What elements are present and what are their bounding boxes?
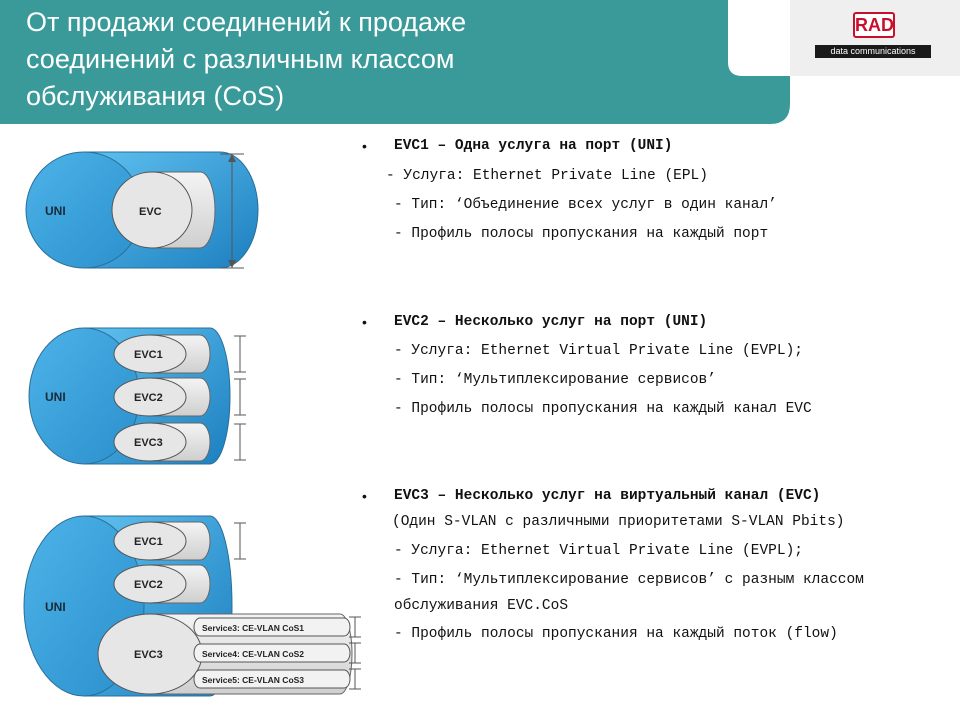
bullet-subheading: (Один S-VLAN с различными приоритетами S… [392, 514, 845, 530]
evc2-face [113, 377, 187, 417]
evc-face [111, 171, 193, 249]
evc3-label: EVC3 [134, 649, 163, 661]
rad-logo-tagline: data communications [815, 45, 931, 58]
rad-logo: RAD data communications [815, 12, 931, 62]
evc2-label: EVC2 [134, 579, 163, 591]
dimension-markers [234, 522, 361, 690]
title-line-2: соединений с различным классом [26, 44, 455, 74]
evc2-face [113, 564, 187, 604]
evc1-label: EVC1 [134, 349, 163, 361]
dimension-markers [234, 335, 246, 461]
service4-pipe [193, 643, 351, 663]
service4-label: Service4: CE-VLAN CoS2 [202, 649, 304, 659]
service3-pipe [193, 617, 351, 637]
bullet-line: - Тип: ‘Мультиплексирование сервисов’ с … [394, 572, 864, 588]
uni-label: UNI [45, 600, 66, 614]
bullet-heading: EVC3 – Несколько услуг на виртуальный ка… [394, 488, 821, 504]
service3-label: Service3: CE-VLAN CoS1 [202, 623, 304, 633]
service5-pipe [193, 669, 351, 689]
bullet-line: - Профиль полосы пропускания на каждый к… [394, 401, 812, 417]
bullet-dot: • [362, 314, 367, 330]
bullet-line: обслуживания EVC.CoS [394, 598, 569, 614]
uni-label: UNI [45, 204, 66, 218]
dimension-arrow-up [228, 154, 236, 162]
title-line-3: обслуживания (CoS) [26, 81, 285, 111]
title-line-1: От продажи соединений к продаже [26, 7, 467, 37]
bullet-heading: EVC1 – Одна услуга на порт (UNI) [394, 138, 673, 154]
diagram-evc1: UNI EVC [25, 151, 259, 269]
uni-label: UNI [45, 390, 66, 404]
header-teal-band [0, 0, 790, 124]
bullet-line: - Тип: ‘Мультиплексирование сервисов’ [394, 372, 716, 388]
bullet-line: - Услуга: Ethernet Virtual Private Line … [394, 543, 803, 559]
bullet-line: - Профиль полосы пропускания на каждый п… [394, 626, 838, 642]
evc1-face [113, 521, 187, 561]
rad-logo-mark: RAD [853, 12, 895, 38]
bullet-evc2: • EVC2 – Несколько услуг на порт (UNI) -… [362, 314, 952, 434]
bullet-dot: • [362, 488, 367, 504]
diagram-evc2: UNI EVC1 EVC2 EVC3 [28, 327, 246, 465]
bullet-line: - Профиль полосы пропускания на каждый п… [394, 226, 769, 242]
bullet-line: - Услуга: Ethernet Private Line (EPL) [386, 168, 708, 184]
diagram-evc3: UNI EVC1 EVC2 EVC3 Service3: CE-VLAN CoS… [23, 515, 361, 697]
service5-label: Service5: CE-VLAN CoS3 [202, 675, 304, 685]
bullet-dot: • [362, 138, 367, 154]
evc2-label: EVC2 [134, 392, 163, 404]
service-pipes: Service3: CE-VLAN CoS1 Service4: CE-VLAN… [193, 617, 351, 689]
bullet-evc3: • EVC3 – Несколько услуг на виртуальный … [362, 488, 952, 658]
evc1-label: EVC1 [134, 536, 163, 548]
evc3-label: EVC3 [134, 437, 163, 449]
evc3-face [113, 422, 187, 462]
slide-title: От продажи соединений к продаже соединен… [26, 4, 466, 115]
slide-header [0, 0, 960, 124]
bullet-line: - Услуга: Ethernet Virtual Private Line … [394, 343, 803, 359]
evc-label: EVC [139, 206, 162, 218]
dimension-arrow-down [228, 260, 236, 268]
bullet-line: - Тип: ‘Объединение всех услуг в один ка… [394, 197, 777, 213]
evc1-face [113, 334, 187, 374]
bullet-evc1: • EVC1 – Одна услуга на порт (UNI) - Усл… [362, 138, 952, 258]
bullet-heading: EVC2 – Несколько услуг на порт (UNI) [394, 314, 708, 330]
